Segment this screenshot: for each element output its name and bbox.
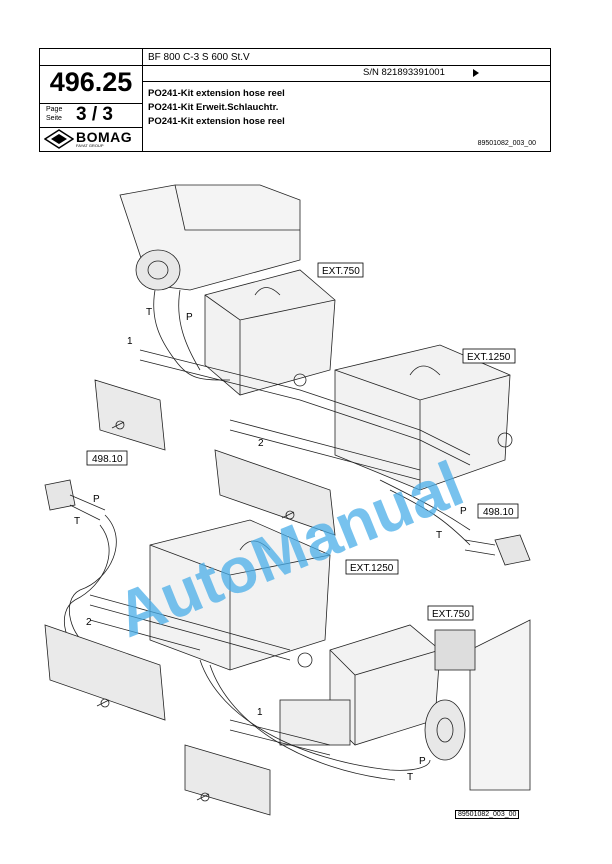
label-ref-right: 498.10 <box>483 507 514 518</box>
callout-box-ext1250-top <box>462 348 516 364</box>
machine-model: BF 800 C-3 S 600 St.V <box>148 52 250 63</box>
page-label: Page Seite <box>46 105 62 123</box>
label-ref-left: 498.10 <box>92 454 123 465</box>
callout-box-ext1250-mid <box>345 559 399 575</box>
header-left-panel: 496.25 Page Seite 3 / 3 BOMAG FAYAT GROU… <box>40 49 143 151</box>
label-t-right: T <box>436 530 442 541</box>
label-ext1250-mid: EXT.1250 <box>350 563 394 574</box>
label-t-left: T <box>74 516 80 527</box>
label-p-left: P <box>93 494 100 505</box>
bomag-logo: BOMAG FAYAT GROUP <box>43 129 138 149</box>
bomag-diamond-icon <box>43 129 75 149</box>
label-ext1250-top: EXT.1250 <box>467 352 511 363</box>
label-item1-top: 1 <box>127 336 133 347</box>
label-p-right: P <box>460 506 467 517</box>
callout-box-ref-left <box>86 450 128 466</box>
page-value: 3 / 3 <box>76 104 113 125</box>
page-label-en: Page <box>46 106 63 113</box>
label-ext750-bottom: EXT.750 <box>432 609 470 620</box>
document-id: 89501082_003_00 <box>477 140 536 147</box>
title-en-2: PO241-Kit extension hose reel <box>148 116 285 127</box>
play-arrow-icon <box>473 69 479 77</box>
title-en: PO241-Kit extension hose reel <box>148 88 285 99</box>
label-t-bottom: T <box>407 772 413 783</box>
bottom-document-id: 89501082_003_00 <box>455 810 520 819</box>
page-label-de: Seite <box>46 115 62 122</box>
serial-row: S/N 821893391001 <box>142 65 550 82</box>
label-ext750-top: EXT.750 <box>322 266 360 277</box>
catalog-number: 496.25 <box>49 67 133 97</box>
title-de: PO241-Kit Erweit.Schlauchtr. <box>148 102 279 113</box>
callout-box-ext750-top <box>317 262 364 278</box>
page-row: Page Seite 3 / 3 <box>40 103 142 128</box>
label-t-top: T <box>146 307 152 318</box>
label-item1-bottom: 1 <box>257 707 263 718</box>
callout-box-ext750-bottom <box>427 605 474 621</box>
serial-number: S/N 821893391001 <box>363 67 445 78</box>
catalog-number-box: 496.25 <box>40 65 142 104</box>
brand-name: BOMAG <box>76 129 133 145</box>
label-item2-top: 2 <box>258 438 264 449</box>
label-item2-mid: 2 <box>86 617 92 628</box>
callout-box-ref-right <box>477 503 519 519</box>
brand-sub: FAYAT GROUP <box>76 143 104 148</box>
header-right-panel: BF 800 C-3 S 600 St.V S/N 821893391001 P… <box>142 49 550 151</box>
label-p-top: P <box>186 312 193 323</box>
header-block: 496.25 Page Seite 3 / 3 BOMAG FAYAT GROU… <box>39 48 551 152</box>
label-p-bottom: P <box>419 756 426 767</box>
